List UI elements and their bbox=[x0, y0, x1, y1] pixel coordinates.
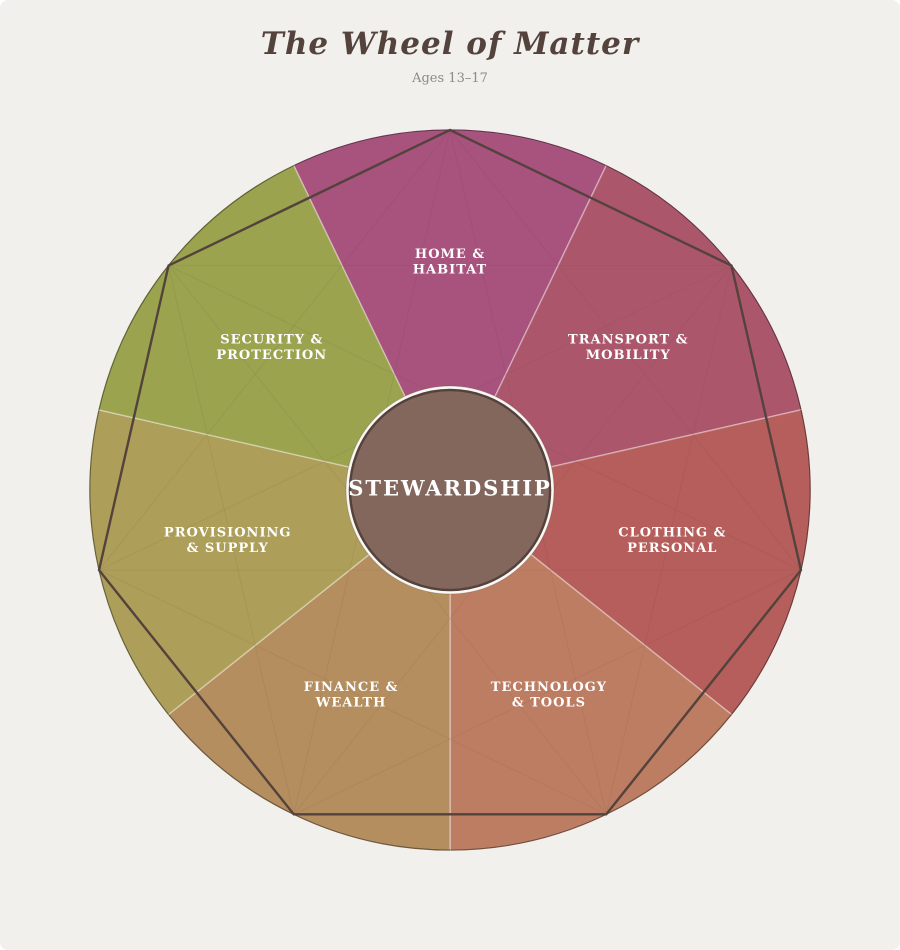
segment-label-clothing-personal-line-1: CLOTHING & bbox=[618, 525, 726, 540]
hub-label: STEWARDSHIP bbox=[348, 476, 552, 501]
segment-label-security-protection-line-1: SECURITY & bbox=[220, 333, 323, 348]
page-title: The Wheel of Matter bbox=[260, 26, 640, 62]
segment-label-transport-mobility-line-2: MOBILITY bbox=[586, 348, 671, 363]
segment-label-technology-tools-line-1: TECHNOLOGY bbox=[491, 680, 607, 695]
segment-label-provisioning-supply-line-2: & SUPPLY bbox=[187, 541, 269, 556]
segment-label-security-protection-line-2: PROTECTION bbox=[216, 348, 327, 363]
segment-label-transport-mobility-line-1: TRANSPORT & bbox=[568, 333, 688, 348]
segment-label-finance-wealth-line-1: FINANCE & bbox=[304, 680, 399, 695]
connector-line bbox=[605, 265, 732, 815]
segment-label-finance-wealth-line-2: WEALTH bbox=[315, 696, 387, 711]
hub-circle bbox=[348, 388, 552, 592]
heptagon-shape bbox=[97, 128, 803, 816]
page-subtitle: Ages 13–17 bbox=[412, 71, 488, 86]
segment-labels: HOME &HABITAT TRANSPORT &MOBILITY CLOTHING… bbox=[164, 247, 726, 711]
segment-label-home-habitat-line-1: HOME & bbox=[415, 247, 485, 262]
connector-line bbox=[98, 569, 607, 815]
hub: STEWARDSHIP bbox=[345, 385, 555, 595]
segment-label-clothing-personal-line-2: PERSONAL bbox=[627, 541, 717, 556]
connector-line bbox=[293, 569, 802, 815]
segment-label-provisioning-supply-line-1: PROVISIONING bbox=[164, 525, 292, 540]
segment-label-home-habitat-line-2: HABITAT bbox=[413, 262, 487, 277]
heptagon-outline bbox=[97, 128, 803, 816]
connector-line bbox=[98, 129, 451, 571]
connector-line bbox=[449, 129, 802, 571]
segment-label-technology-tools-line-2: & TOOLS bbox=[512, 696, 586, 711]
connector-line bbox=[168, 265, 295, 815]
